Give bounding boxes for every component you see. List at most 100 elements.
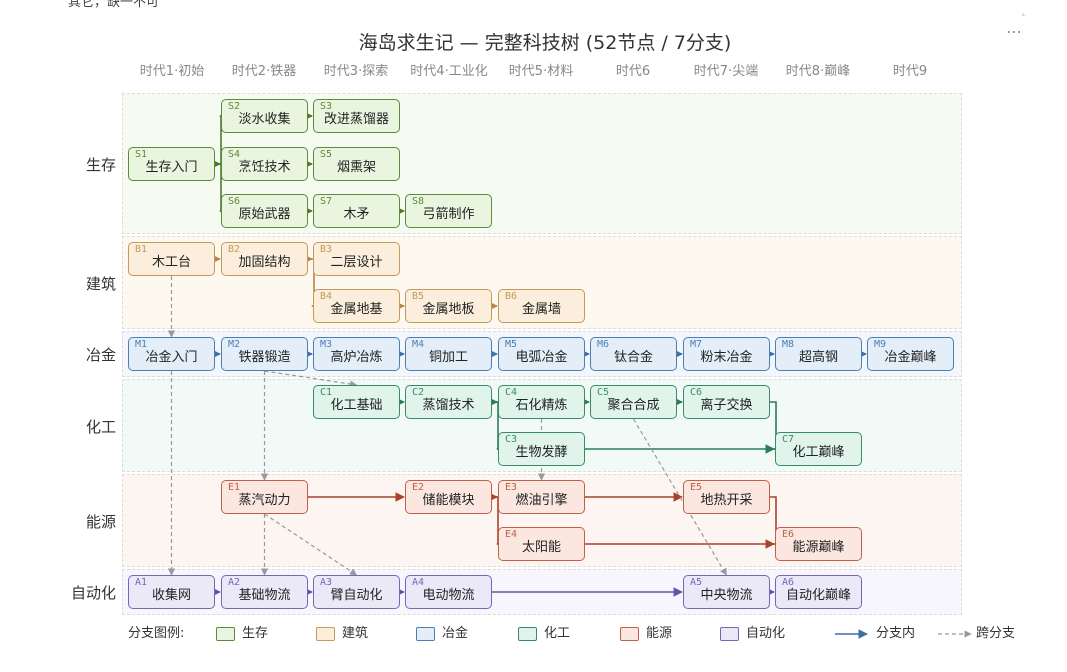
node-id: B1 [135, 244, 148, 255]
era-label: 时代9 [892, 64, 928, 79]
node-id: C2 [412, 387, 425, 398]
era-label: 时代8·巅峰 [785, 64, 851, 79]
legend-item-label: 自动化 [746, 626, 786, 641]
node-id: A4 [412, 577, 425, 588]
node-label: 弓箭制作 [422, 207, 475, 222]
node-id: E5 [690, 482, 703, 493]
node-id: E6 [782, 529, 795, 540]
era-label: 时代5·材料 [508, 64, 574, 79]
node-label: 铜加工 [428, 350, 468, 365]
node-id: C6 [690, 387, 703, 398]
node-id: S1 [135, 149, 148, 160]
legend-swatch [216, 627, 235, 641]
node-label: 冶金巅峰 [884, 350, 937, 365]
node-label: 生存入门 [145, 160, 198, 175]
era-label: 时代1·初始 [139, 64, 205, 79]
node-label: 基础物流 [238, 588, 291, 603]
in-branch-link [492, 401, 506, 454]
collapse-caret-icon[interactable]: ˄ [1021, 14, 1026, 24]
node-id: E2 [412, 482, 425, 493]
node-label: 烹饪技术 [238, 160, 291, 175]
node-label: 超高钢 [798, 350, 838, 365]
node-id: A2 [228, 577, 241, 588]
node-id: A3 [320, 577, 333, 588]
node-label: 钛合金 [613, 350, 653, 365]
legend-item-label: 建筑 [342, 626, 369, 641]
node-id: C1 [320, 387, 333, 398]
node-id: M5 [505, 339, 518, 350]
branch-label: 能源 [85, 512, 116, 531]
node-label: 太阳能 [521, 540, 561, 555]
node-label: 生物发酵 [515, 445, 568, 460]
era-label: 时代6 [615, 64, 651, 79]
node-id: B3 [320, 244, 333, 255]
node-id: M7 [690, 339, 703, 350]
node-label: 收集网 [151, 588, 191, 603]
branch-label: 生存 [85, 155, 116, 174]
diagram-title: 海岛求生记 — 完整科技树 (52节点 / 7分支) [358, 32, 732, 54]
node-id: M3 [320, 339, 333, 350]
more-options-icon[interactable]: ⋯ [1006, 22, 1022, 41]
legend-item-label: 能源 [646, 626, 673, 641]
node-label: 二层设计 [330, 255, 383, 270]
branch-label: 冶金 [85, 346, 116, 364]
node-id: C7 [782, 434, 795, 445]
node-label: 改进蒸馏器 [323, 112, 389, 127]
node-id: B5 [412, 291, 425, 302]
node-id: M8 [782, 339, 795, 350]
legend-swatch [518, 627, 537, 641]
node-id: S8 [412, 196, 425, 207]
node-id: A6 [782, 577, 795, 588]
cut-off-text: 其它，缺一不可 [68, 0, 160, 10]
legend-swatch [416, 627, 435, 641]
node-label: 蒸汽动力 [238, 493, 291, 508]
in-branch-link [215, 163, 229, 216]
node-label: 化工巅峰 [792, 445, 845, 460]
node-id: S2 [228, 101, 241, 112]
